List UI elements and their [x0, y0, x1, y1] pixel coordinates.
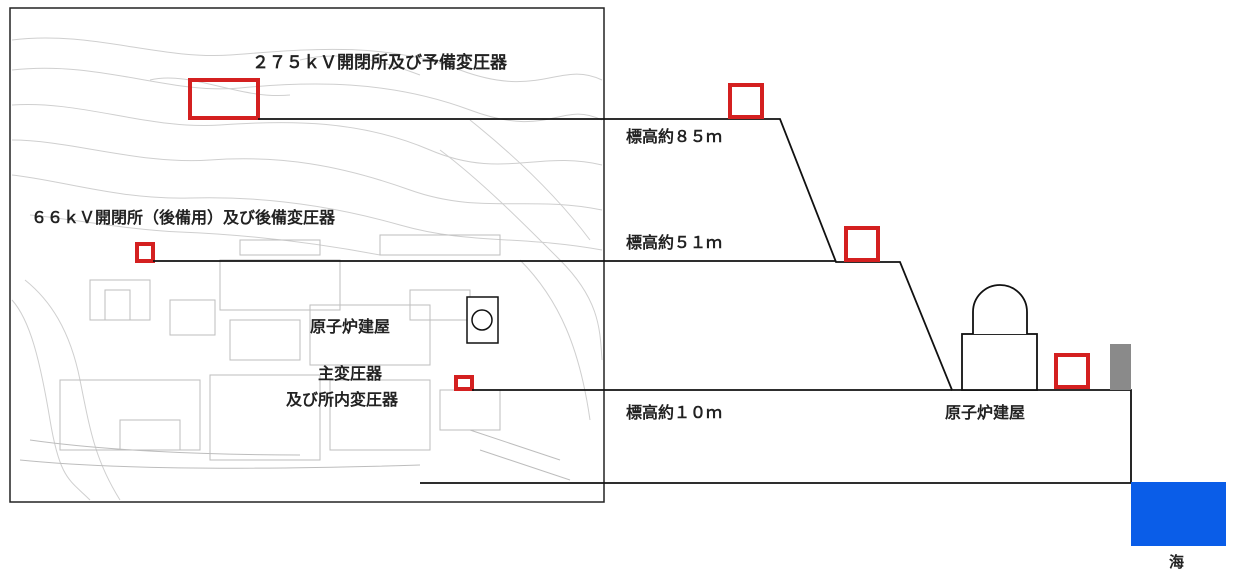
label-reactor-building-section: 原子炉建屋: [945, 403, 1025, 422]
terrain-contours: [11, 37, 603, 501]
label-sea: 海: [1169, 553, 1184, 571]
label-reactor-building-map: 原子炉建屋: [310, 317, 390, 336]
label-elevation-51m: 標高約５１ｍ: [626, 233, 722, 252]
label-main-transformer-2: 及び所内変圧器: [286, 390, 399, 409]
sea-block: [1131, 482, 1226, 546]
label-66kv-switchyard: ６６ｋＶ開閉所（後備用）及び後備変圧器: [31, 208, 336, 227]
label-elevation-10m: 標高約１０ｍ: [626, 403, 722, 422]
marker-66kv-switchyard: [135, 242, 155, 263]
label-275kv-switchyard: ２７５ｋＶ開閉所及び予備変圧器: [252, 52, 508, 73]
label-main-transformer-1: 主変圧器: [318, 364, 383, 383]
reactor-building-body: [961, 333, 1038, 391]
plant-buildings: [19, 234, 571, 481]
seawall: [1110, 344, 1131, 390]
marker-main-transformer: [454, 375, 474, 391]
section-marker-51m: [844, 226, 880, 262]
reactor-dome-map-icon: [471, 309, 493, 331]
marker-275kv-switchyard: [188, 78, 260, 120]
label-elevation-85m: 標高約８５ｍ: [626, 127, 722, 146]
section-marker-85m: [728, 83, 764, 119]
site-map: ２７５ｋＶ開閉所及び予備変圧器 ６６ｋＶ開閉所（後備用）及び後備変圧器 原子炉建…: [9, 7, 605, 503]
reactor-building-section: [961, 284, 1038, 391]
section-marker-10m: [1054, 353, 1090, 389]
reactor-dome-icon: [972, 284, 1028, 334]
